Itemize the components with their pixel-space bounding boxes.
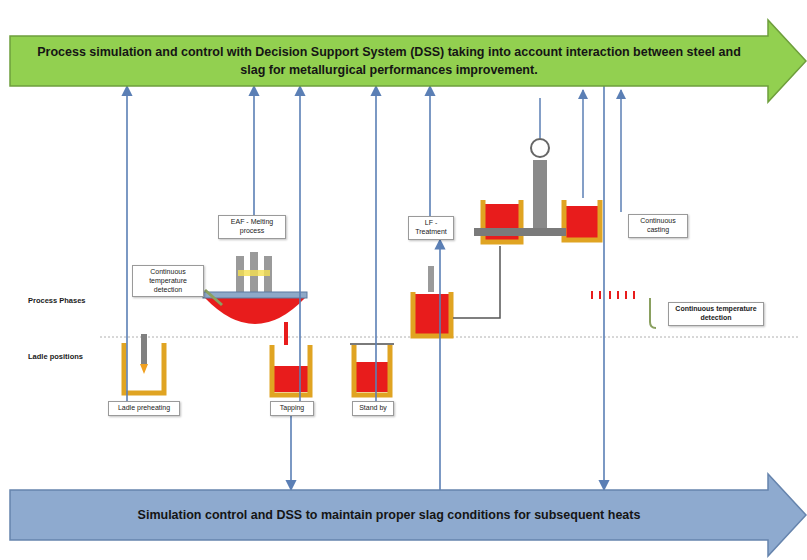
connector-arrow bbox=[429, 86, 431, 216]
ladle-symbol bbox=[272, 345, 310, 395]
process-box: Continuous temperature detection bbox=[668, 302, 764, 326]
connector-arrow bbox=[253, 86, 255, 215]
connector-arrow bbox=[375, 86, 377, 401]
temperature-lance bbox=[205, 290, 222, 305]
phase-label: Process Phases bbox=[28, 296, 86, 305]
arc-glow bbox=[238, 270, 270, 276]
node-text: Simulation control and DSS to maintain p… bbox=[24, 506, 754, 524]
node-text: Ladle preheating bbox=[112, 404, 176, 413]
position-box: Stand by bbox=[352, 401, 394, 416]
node-text: Process simulation and control with Deci… bbox=[24, 43, 754, 79]
objective-banner: Process simulation and control with Deci… bbox=[10, 36, 768, 86]
ladle-steel bbox=[274, 366, 308, 392]
burner-symbol bbox=[141, 334, 147, 364]
signal-line bbox=[539, 98, 541, 138]
node-text: Continuous temperature detection bbox=[136, 268, 200, 294]
banner-arrow-shape bbox=[10, 474, 806, 556]
process-box: Continuous casting bbox=[628, 214, 688, 238]
turret-column bbox=[533, 160, 547, 228]
ladle-symbol bbox=[354, 345, 390, 395]
phase-label: Ladle positions bbox=[28, 352, 83, 361]
signal-arrow bbox=[582, 90, 584, 198]
furnace-roof bbox=[203, 292, 307, 298]
node-text: EAF - Melting process bbox=[222, 218, 282, 236]
node-text: Stand by bbox=[356, 404, 390, 413]
turret-pivot bbox=[531, 139, 549, 157]
banner-arrow-shape bbox=[10, 20, 806, 102]
position-box: Tapping bbox=[270, 401, 314, 416]
ladle-symbol bbox=[413, 292, 451, 336]
connector-arrow bbox=[439, 240, 441, 491]
transfer-line bbox=[453, 246, 500, 318]
ladle-inner bbox=[272, 345, 310, 393]
process-box: LF - Treatment bbox=[408, 216, 454, 240]
objective-banner: Simulation control and DSS to maintain p… bbox=[10, 490, 768, 540]
ladle-symbol bbox=[564, 200, 600, 240]
node-text: Tapping bbox=[274, 404, 310, 413]
connector-arrow bbox=[290, 416, 292, 490]
signal-arrow bbox=[620, 90, 622, 212]
node-text: Continuous temperature detection bbox=[672, 305, 760, 323]
connector-arrow bbox=[299, 86, 301, 401]
temperature-probe bbox=[650, 298, 656, 328]
turret-arm bbox=[474, 228, 566, 236]
node-text: LF - Treatment bbox=[412, 219, 450, 237]
flame-symbol bbox=[140, 364, 148, 374]
strand-symbol bbox=[592, 291, 634, 299]
process-box: EAF - Melting process bbox=[218, 215, 286, 239]
banner-arrow bbox=[10, 36, 768, 86]
ladle-steel bbox=[414, 294, 450, 334]
node-text: Continuous casting bbox=[632, 217, 684, 235]
position-box: Ladle preheating bbox=[108, 401, 180, 416]
ladle-inner bbox=[354, 345, 390, 393]
electrode-symbol bbox=[428, 266, 434, 292]
connector-arrow bbox=[603, 86, 605, 490]
ladle-cover bbox=[350, 343, 394, 345]
connector-arrow bbox=[126, 86, 128, 401]
process-box: Continuous temperature detection bbox=[132, 265, 204, 297]
ladle-steel bbox=[356, 362, 388, 392]
ladle-steel bbox=[565, 206, 599, 238]
